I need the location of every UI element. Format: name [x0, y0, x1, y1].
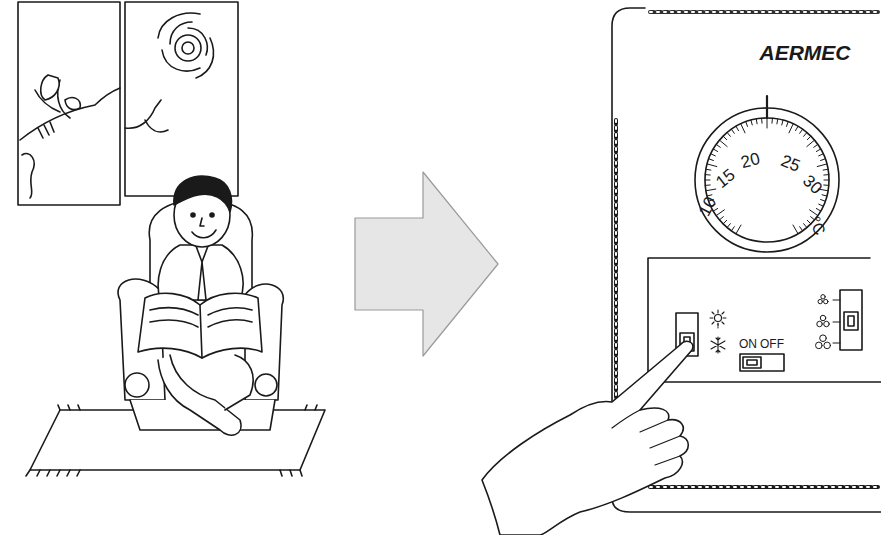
pointing-hand — [482, 341, 693, 535]
sun-swirl — [158, 13, 214, 78]
snow-icon — [711, 337, 725, 353]
brand-logo: AERMEC — [759, 42, 850, 63]
switch-label: OFF — [760, 338, 784, 350]
window — [18, 2, 238, 205]
fan-icons — [816, 295, 840, 349]
switch-label: ON — [739, 338, 757, 350]
direction-arrow — [355, 172, 498, 356]
dial-number: 20 — [739, 149, 761, 170]
man-in-armchair — [26, 176, 325, 476]
